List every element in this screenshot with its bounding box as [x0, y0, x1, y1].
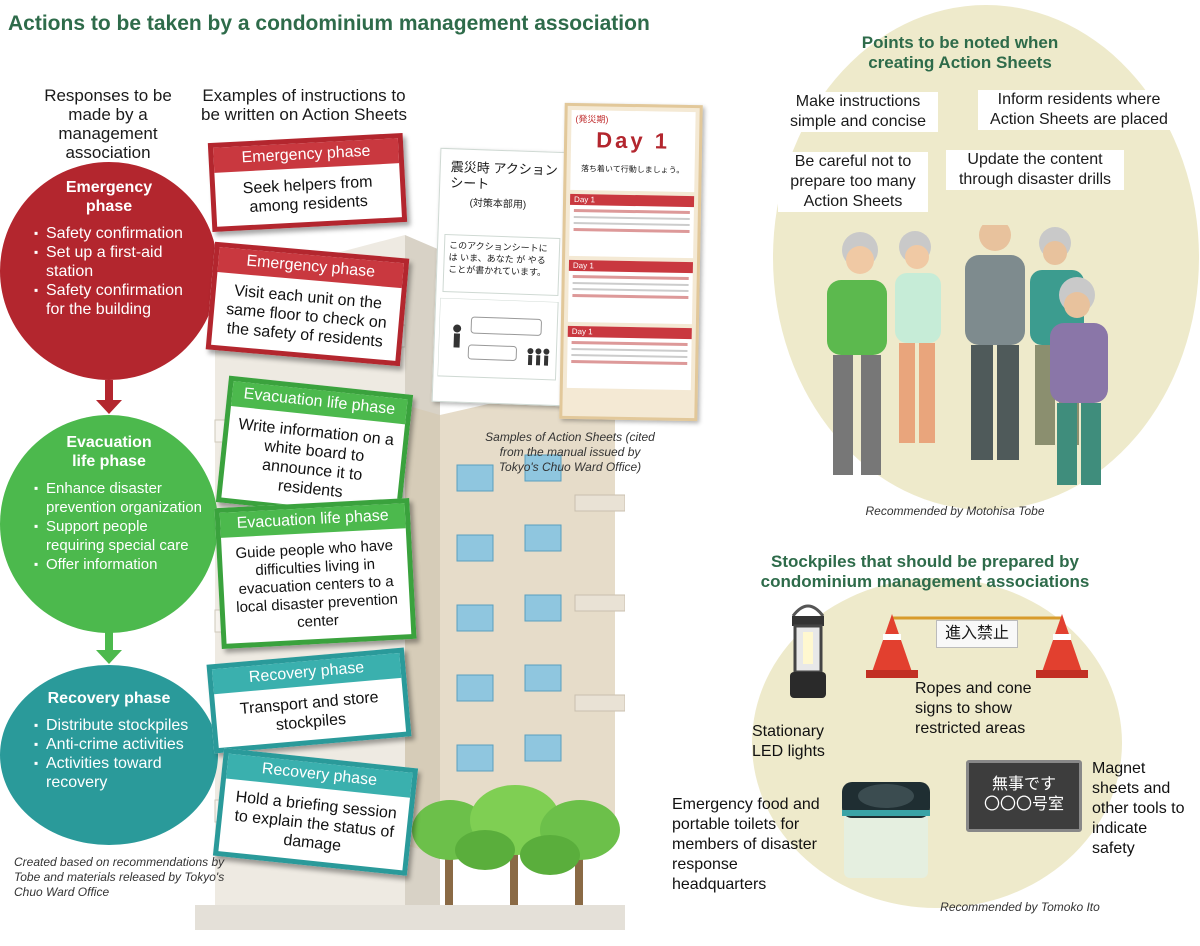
sheet-people-icon [436, 297, 559, 381]
sheet-day-title: Day 1 [596, 127, 671, 154]
action-sheet-sample-day1: (発災期) Day 1 落ち着いて行動しましょう。 Day 1 Day 1 Da… [559, 102, 703, 422]
sheet-phase-label: (発災期) [575, 114, 609, 125]
emergency-phase-circle: Emergency phase Safety confirmation Set … [0, 162, 218, 380]
list-item: Distribute stockpiles [34, 716, 208, 735]
sheet-day-note: 落ち着いて行動しましょう。 [580, 164, 685, 175]
ropes-cones-label: Ropes and cone signs to show restricted … [915, 680, 1032, 737]
magnet-sheet-line: 無事です [991, 776, 1056, 793]
cone-rope-icon [866, 614, 1088, 678]
sheet-subtitle: (対策本部用) [469, 197, 527, 211]
magnet-sheet-line: 〇〇〇号室 [983, 796, 1064, 813]
point-note: Be careful not to prepare too many Actio… [778, 152, 928, 212]
arrow-head-icon [96, 400, 122, 414]
middle-column-header: Examples of instructions to be written o… [200, 86, 408, 124]
card-text: Visit each unit on the same floor to che… [225, 282, 388, 351]
phase-title: Recovery phase [47, 690, 171, 707]
point-note: Make instructions simple and concise [778, 92, 938, 132]
list-item: Safety confirmation [34, 224, 206, 243]
action-card: Recovery phase Hold a briefing session t… [212, 748, 419, 876]
portable-toilet-icon [842, 782, 930, 878]
led-lantern-icon [790, 604, 826, 698]
stockpiles-credit: Recommended by Tomoko Ito [940, 900, 1100, 914]
arrow-down-icon [105, 630, 113, 652]
source-note: Created based on recommendations by Tobe… [14, 855, 225, 899]
list-item: Support people requiring special care [34, 517, 208, 555]
card-text: Seek helpers from among residents [242, 173, 373, 217]
list-item: Set up a first-aid station [34, 243, 206, 281]
phase-title: Emergency phase [65, 179, 153, 215]
page-title: Actions to be taken by a condominium man… [8, 12, 650, 35]
recovery-phase-circle: Recovery phase Distribute stockpiles Ant… [0, 665, 218, 845]
point-note: Update the content through disaster dril… [946, 150, 1124, 190]
arrow-down-icon [105, 380, 113, 402]
sheet-title: 震災時 アクションシート [449, 159, 558, 192]
action-card: Emergency phase Seek helpers from among … [207, 132, 408, 233]
action-card: Recovery phase Transport and store stock… [206, 647, 412, 754]
list-item: Offer information [34, 555, 208, 574]
sheet-body-text: このアクションシートには いま、あなた が やることが書かれています。 [442, 234, 561, 297]
action-card: Emergency phase Visit each unit on the s… [205, 241, 410, 367]
points-title: Points to be noted when creating Action … [861, 33, 1059, 72]
magnet-sheet: 無事です 〇〇〇号室 [966, 760, 1082, 832]
led-lights-label: Stationary LED lights [752, 723, 825, 760]
evacuation-phase-circle: Evacuation life phase Enhance disaster p… [0, 415, 218, 633]
food-toilets-label: Emergency food and portable toilets for … [672, 796, 820, 893]
point-note: Inform residents where Action Sheets are… [978, 90, 1180, 130]
stockpiles-title: Stockpiles that should be prepared by co… [760, 552, 1090, 591]
list-item: Activities toward recovery [34, 754, 208, 792]
card-text: Guide people who have difficulties livin… [235, 536, 399, 632]
list-item: Enhance disaster prevention organization [34, 479, 208, 517]
sheet-day-label: Day 1 [567, 325, 692, 340]
arrow-head-icon [96, 650, 122, 664]
workers-illustration [827, 225, 1108, 485]
sheet-day-label: Day 1 [568, 259, 694, 274]
action-sheet-sample-jp: 震災時 アクションシート (対策本部用) このアクションシートには いま、あなた… [431, 147, 571, 407]
phase-title: Evacuation life phase [66, 434, 152, 470]
action-card: Evacuation life phase Guide people who h… [214, 497, 417, 650]
magnet-sheets-label: Magnet sheets and other tools to indicat… [1092, 760, 1185, 857]
list-item: Safety confirmation for the building [34, 281, 206, 319]
points-credit: Recommended by Motohisa Tobe [865, 504, 1045, 518]
left-column-header: Responses to be made by a management ass… [44, 86, 172, 162]
sheet-day-label: Day 1 [569, 193, 695, 208]
samples-caption: Samples of Action Sheets (cited from the… [485, 430, 655, 474]
list-item: Anti-crime activities [34, 735, 208, 754]
restricted-sign: 進入禁止 [936, 620, 1018, 648]
